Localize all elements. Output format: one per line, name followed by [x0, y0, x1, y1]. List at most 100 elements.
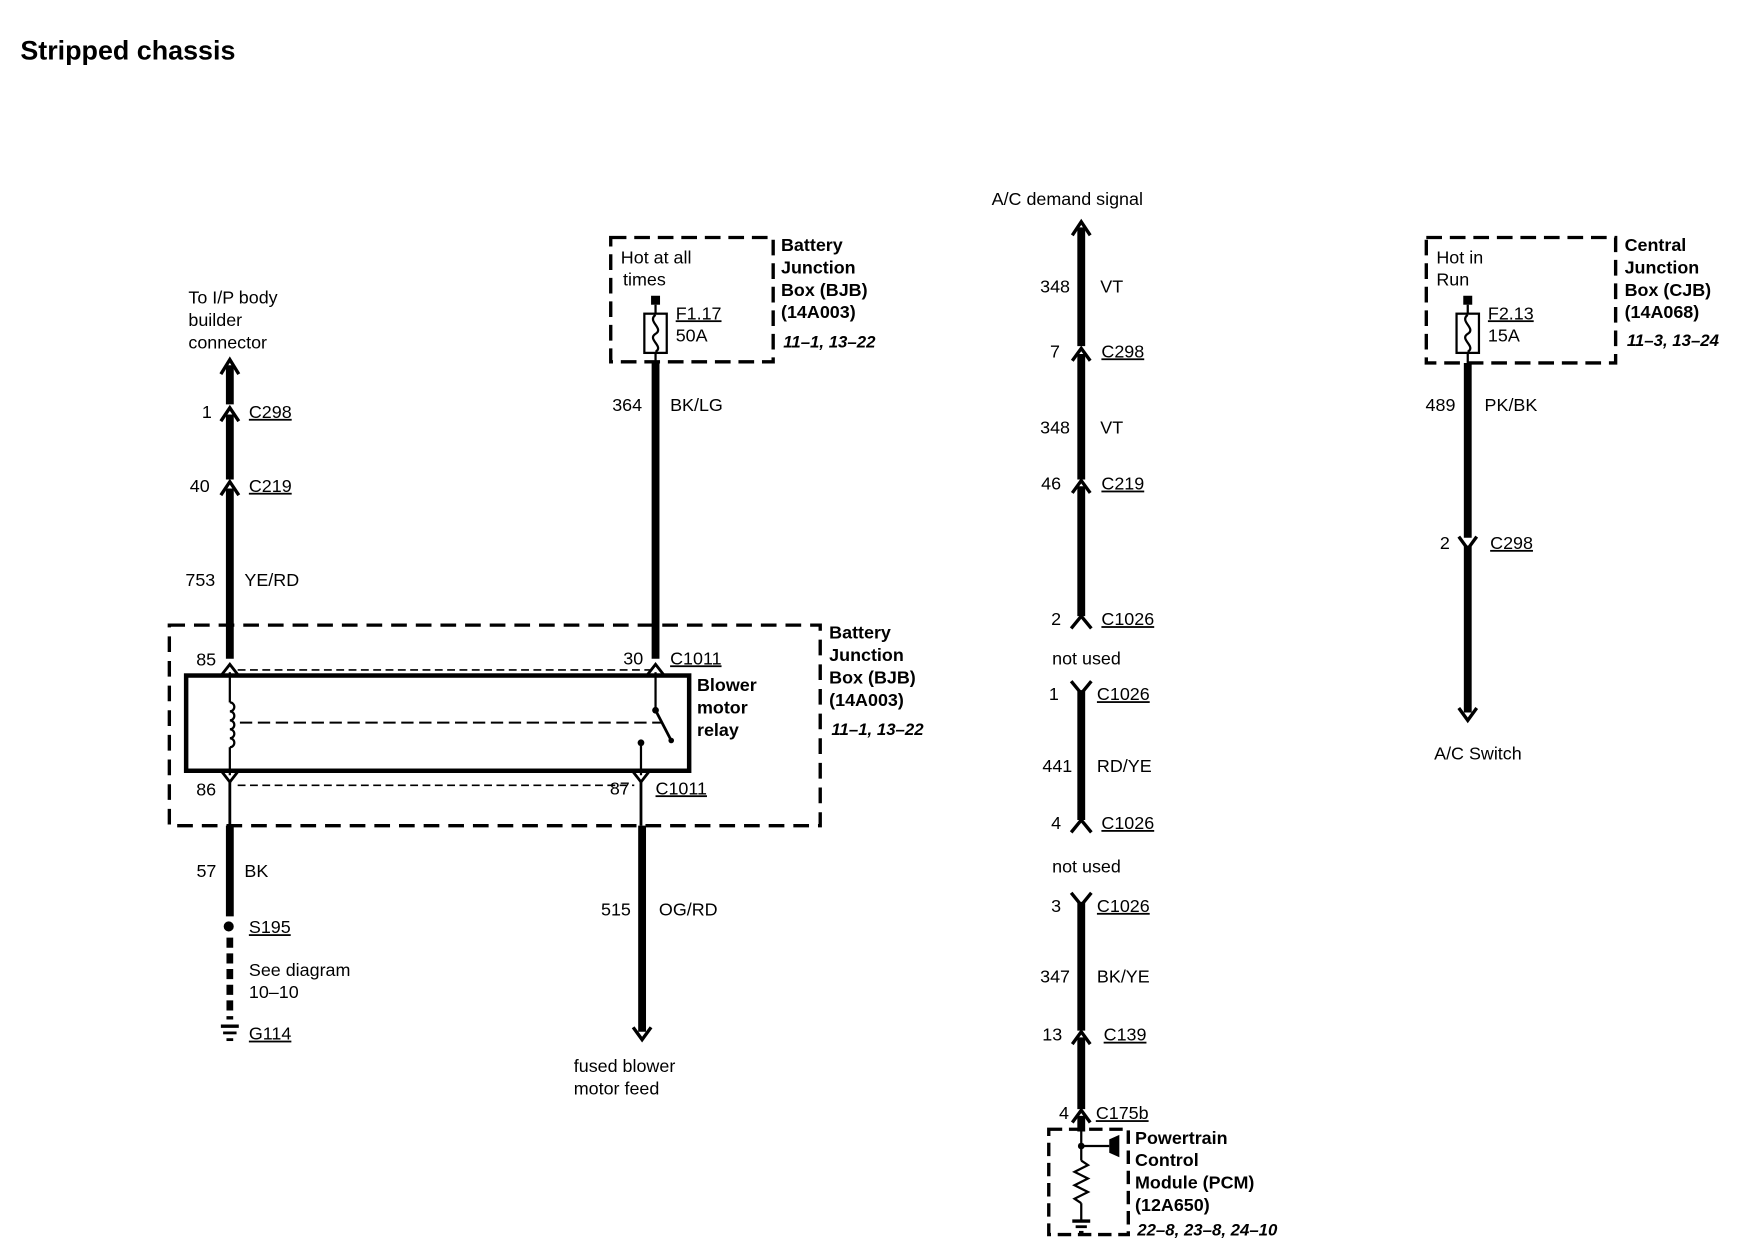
- relay-name-line: motor: [697, 698, 748, 718]
- fuse-terminal: [1463, 295, 1473, 305]
- power-note-line: times: [623, 270, 666, 290]
- fuse-rating: 50A: [676, 326, 708, 346]
- not-used-note: not used: [1052, 857, 1121, 877]
- wire-continuation-arrow: [219, 356, 241, 376]
- see-diagram-line: See diagram: [249, 960, 351, 980]
- wire-circuit-number: 489: [1426, 395, 1456, 415]
- wire-circuit-number: 348: [1040, 276, 1070, 296]
- pcm-name-line: Module (PCM): [1135, 1173, 1254, 1193]
- wire-circuit-number: 364: [612, 395, 642, 415]
- wire-color-code: BK: [244, 861, 268, 881]
- ground-label: G114: [249, 1024, 292, 1044]
- page-reference: 11–1, 13–22: [783, 332, 876, 351]
- connector-c1026-symbol: [1069, 613, 1093, 630]
- switch-blade-tip: [668, 737, 675, 744]
- box-name-line: Box (CJB): [1625, 280, 1712, 300]
- wire-circuit-number: 57: [196, 861, 216, 881]
- page-reference: 11–3, 13–24: [1627, 331, 1720, 350]
- page-reference: 11–1, 13–22: [831, 720, 924, 739]
- connector-pin-label: 46: [1041, 474, 1061, 494]
- wire-circuit-number: 515: [601, 899, 631, 919]
- pcm-box-outline: [1047, 1127, 1130, 1237]
- pcm-name-line: (12A650): [1135, 1195, 1210, 1215]
- connector-name-label: C219: [249, 476, 292, 496]
- pcm-module: Powertrain Control Module (PCM) (12A650)…: [1047, 1127, 1278, 1240]
- relay-name-line: relay: [697, 720, 739, 740]
- power-note-line: Run: [1436, 270, 1469, 290]
- wire-circuit-number: 753: [185, 570, 215, 590]
- connector-pin-label: 2: [1051, 609, 1061, 629]
- box-name-line: Junction: [781, 257, 856, 277]
- connector-name-label: C298: [1490, 533, 1533, 553]
- ip-destination-line: builder: [188, 310, 242, 330]
- ip-feed-circuit: To I/P body builder connector 1 C298 40 …: [185, 288, 299, 659]
- connector-name-label: C219: [1101, 474, 1144, 494]
- connector-c139-symbol: [1070, 1028, 1092, 1046]
- box-name-line: Junction: [1625, 257, 1700, 277]
- wire-circuit-number: 441: [1042, 756, 1072, 776]
- power-note-line: Hot at all: [621, 247, 692, 267]
- box-name-line: Central: [1625, 235, 1687, 255]
- box-name-line: Battery: [829, 623, 891, 643]
- connector-name-label: C175b: [1096, 1103, 1149, 1123]
- ip-destination-line: connector: [188, 332, 267, 352]
- connector-name-label: C298: [1101, 341, 1144, 361]
- wire-color-code: OG/RD: [659, 899, 718, 919]
- fuse-element: [1464, 313, 1472, 353]
- relay-name-line: Blower: [697, 675, 757, 695]
- wire-circuit-number: 348: [1040, 418, 1070, 438]
- page-title: Stripped chassis: [20, 35, 235, 65]
- pcm-name-line: Control: [1135, 1150, 1199, 1170]
- wire-continuation-arrow: [1457, 707, 1479, 724]
- splice-label: S195: [249, 917, 291, 937]
- box-name-line: (14A003): [781, 302, 856, 322]
- pin-86-label: 86: [196, 779, 216, 799]
- wire-circuit-number: 347: [1040, 966, 1070, 986]
- feed-destination-line: motor feed: [574, 1079, 660, 1099]
- connector-name-label: C1026: [1097, 896, 1150, 916]
- connector-c219-symbol: [1070, 477, 1092, 494]
- pcm-name-line: Powertrain: [1135, 1128, 1228, 1148]
- switch-blade: [654, 709, 673, 742]
- connector-pin-label: 4: [1059, 1103, 1069, 1123]
- pcm-input-sensor-icon: [1109, 1134, 1120, 1158]
- connector-pin-label: 2: [1440, 533, 1450, 553]
- power-note-line: Hot in: [1436, 247, 1483, 267]
- wire-color-code: VT: [1100, 276, 1123, 296]
- connector-c219-symbol: [219, 478, 241, 497]
- fuse-rating: 15A: [1488, 326, 1520, 346]
- connector-name-label: C1011: [670, 648, 721, 668]
- pin-87-label: 87: [610, 778, 630, 798]
- relay-coil: [229, 701, 236, 749]
- wire-color-code: BK/YE: [1097, 966, 1150, 986]
- pin-85-symbol: [220, 662, 239, 676]
- box-name-line: (14A068): [1625, 302, 1700, 322]
- pcm-resistor-icon: [1072, 1159, 1091, 1205]
- connector-name-label: C1026: [1101, 813, 1154, 833]
- box-name-line: Box (BJB): [781, 280, 868, 300]
- blower-feed-circuit: 515 OG/RD fused blower motor feed: [574, 780, 718, 1099]
- relay-body: [183, 673, 692, 773]
- wire-continuation-arrow: [1070, 218, 1092, 237]
- connector-pin-label: 3: [1051, 896, 1061, 916]
- connector-c175b-symbol: [1070, 1107, 1092, 1124]
- bjb-relay-box-outline: [167, 623, 822, 828]
- box-name-line: Battery: [781, 235, 843, 255]
- ac-demand-label: A/C demand signal: [992, 189, 1143, 209]
- connector-c1026-symbol: [1069, 817, 1093, 834]
- bjb-fuse-box: Hot at all times F1.17 50A Battery Junct…: [609, 235, 876, 659]
- ip-destination-line: To I/P body: [188, 288, 277, 308]
- splice-s195-dot: [223, 921, 234, 932]
- connector-pin-label: 40: [190, 476, 210, 496]
- wire-continuation-arrow: [631, 1026, 653, 1043]
- connector-name-label: C298: [249, 402, 292, 422]
- fuse-id: F2.13: [1488, 303, 1534, 323]
- pin-85-label: 85: [196, 649, 216, 669]
- ac-switch-destination: A/C Switch: [1434, 744, 1522, 764]
- pin-30-symbol: [646, 662, 665, 676]
- cjb-circuit: Hot in Run F2.13 15A Central Junction Bo…: [1424, 235, 1720, 764]
- connector-name-label: C139: [1104, 1025, 1147, 1045]
- not-used-note: not used: [1052, 648, 1121, 668]
- pin-30-label: 30: [623, 648, 643, 668]
- wire-color-code: PK/BK: [1485, 395, 1538, 415]
